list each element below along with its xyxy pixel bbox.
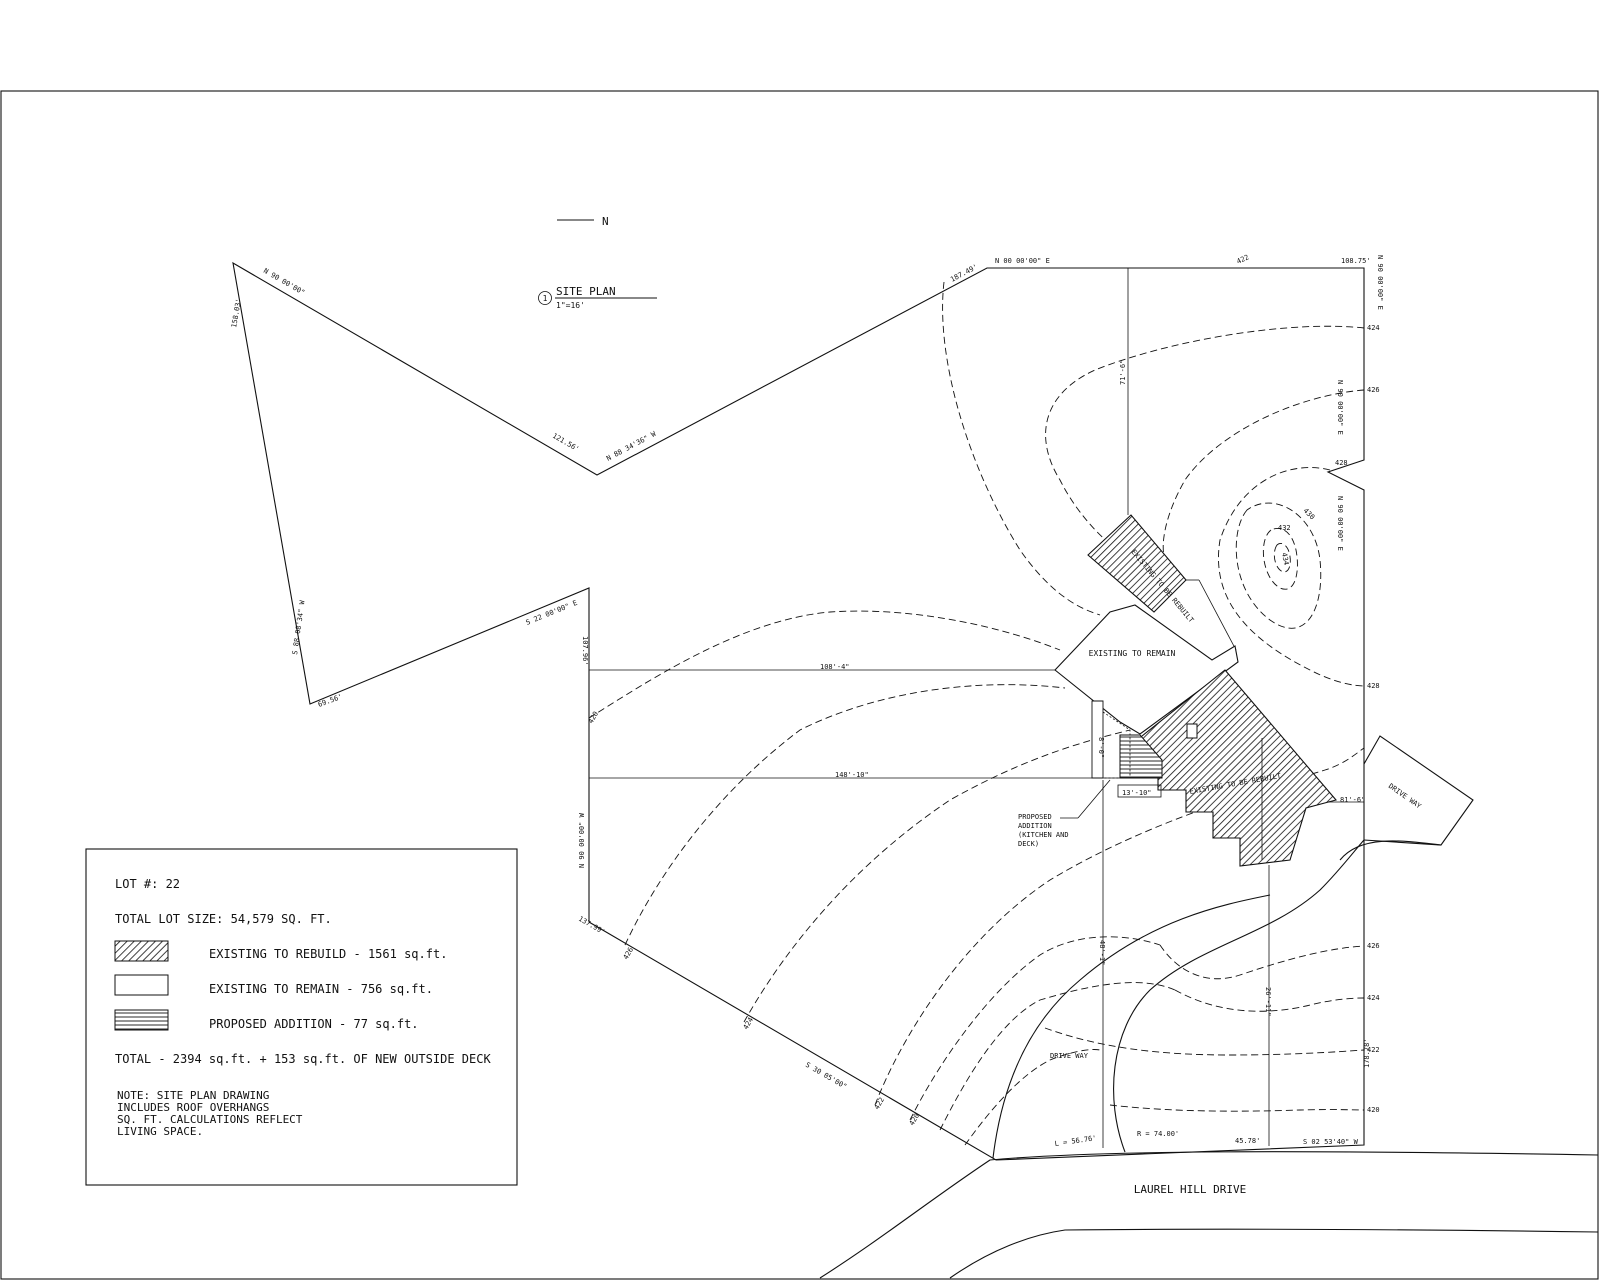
contour-line [874, 747, 1365, 1106]
legend-swatch-addition [114, 1009, 169, 1031]
arc-length-label: L = 56.76' [1054, 1134, 1097, 1148]
legend-swatch-rebuild [114, 940, 169, 962]
road-edge-south [949, 1228, 1599, 1279]
contour-elevation: 422 [873, 1096, 886, 1111]
legend-total: TOTAL - 2394 sq.ft. + 153 sq.ft. OF NEW … [115, 1052, 491, 1066]
street-name: LAUREL HILL DRIVE [1134, 1183, 1247, 1196]
bearing-label: N 88 34'36" W [605, 430, 658, 463]
contour-elevation: 426 [1367, 942, 1380, 950]
contour-line [1273, 542, 1291, 573]
addition-callout: PROPOSED ADDITION (KITCHEN AND DECK) [1018, 813, 1069, 848]
contour-line [1159, 944, 1365, 980]
deck-dimension-box [1117, 784, 1162, 798]
dimension-label: 81'-6" [1340, 796, 1365, 804]
contour-line [909, 936, 1161, 1121]
building-proposed-addition [1119, 734, 1163, 779]
dimension-label: 13'-10" [1122, 789, 1152, 797]
contour-line [1174, 989, 1365, 1012]
distance-label: 178.78' [1363, 1038, 1371, 1068]
sheet-border [0, 90, 1599, 1280]
contour-line [1044, 1027, 1365, 1056]
dimension-label: 108'-4" [820, 663, 850, 671]
legend-swatch-remain [114, 974, 169, 996]
contour-elevation: 422 [1367, 1046, 1380, 1054]
legend-lot-size: TOTAL LOT SIZE: 54,579 SQ. FT. [115, 912, 332, 926]
contour-line [743, 729, 1131, 1023]
north-arrow-label: N [602, 215, 609, 228]
legend-label-remain: EXISTING TO REMAIN - 756 sq.ft. [209, 982, 433, 996]
driveway-label: DRIVE WAY [1387, 782, 1423, 811]
bearing-label: N 90 00'00" E [1336, 380, 1344, 435]
lot-boundary [232, 261, 1365, 1161]
driveway-label: DRIVE WAY [1050, 1052, 1089, 1060]
distance-label: 158.03' [230, 298, 243, 328]
driveway-west-edge [992, 894, 1271, 1159]
legend-label-addition: PROPOSED ADDITION - 77 sq.ft. [209, 1017, 419, 1031]
addition-callout-leader [1077, 779, 1111, 819]
driveway-east-spur [1363, 735, 1474, 846]
contour-line [1263, 528, 1298, 590]
contour-line [1162, 389, 1365, 561]
contour-elevation: 434 [1280, 552, 1290, 566]
dimension-label: 26'-11" [1264, 987, 1272, 1017]
contour-elevation: 432 [1278, 524, 1291, 532]
legend-label-rebuild: EXISTING TO REBUILD - 1561 sq.ft. [209, 947, 447, 961]
legend-lot-number: LOT #: 22 [115, 877, 180, 891]
contour-elevation: 424 [1367, 994, 1380, 1002]
contour-line [964, 1049, 1101, 1146]
contour-line [588, 610, 1061, 719]
distance-label: 137.99' [577, 915, 607, 937]
distance-label: 107.96' [581, 636, 589, 666]
contour-line [1218, 467, 1365, 687]
bearing-label: N 90 00'00" W [578, 812, 586, 868]
contour-line [624, 684, 1066, 946]
drawing-scale: 1"=16' [556, 301, 585, 310]
contour-elevation: 422 [1235, 253, 1250, 266]
title-number-circle [538, 291, 552, 305]
bearing-label: S 30 05'00" [804, 1061, 848, 1091]
contour-line [1045, 325, 1365, 553]
legend-note-line: INCLUDES ROOF OVERHANGS [117, 1101, 269, 1114]
contour-elevation: 428 [1367, 682, 1380, 690]
dimension-label: 148'-10" [835, 771, 869, 779]
bearing-label: N 00 00'00" E [995, 257, 1050, 265]
contour-elevation: 426 [1367, 386, 1380, 394]
contour-line [1235, 502, 1322, 629]
label-existing-remain: EXISTING TO REMAIN [1089, 649, 1176, 658]
arc-radius-label: R = 74.00' [1137, 1130, 1179, 1138]
contour-elevation: 428 [1335, 459, 1348, 467]
contour-line [939, 982, 1176, 1131]
drawing-title: SITE PLAN [556, 285, 616, 298]
title-number: 1 [543, 294, 548, 303]
dimension-label: 48'-1" [1098, 940, 1106, 965]
contour-elevation: 430 [1302, 507, 1317, 522]
legend-box [85, 848, 518, 1186]
chimney [1186, 723, 1198, 739]
dimension-label: 8'-0" [1097, 737, 1105, 758]
legend-note-line: NOTE: SITE PLAN DRAWING [117, 1089, 269, 1102]
deck-outline [1091, 700, 1104, 779]
building-existing-to-rebuild-south [1136, 669, 1337, 867]
contour-elevation: 420 [1367, 1106, 1380, 1114]
contour-elevation: 424 [1367, 324, 1380, 332]
distance-label: 108.75' [1341, 257, 1371, 265]
road-edge-north [819, 1151, 1599, 1279]
addition-callout-text: PROPOSED ADDITION (KITCHEN AND DECK) [1018, 813, 1069, 848]
bearing-label: N 90 00'00" E [1336, 496, 1344, 551]
contour-elevation: 420 [908, 1112, 921, 1127]
contour-line [942, 281, 1101, 616]
building-wall-line [1198, 579, 1237, 651]
legend-note-line: SQ. FT. CALCULATIONS REFLECT [117, 1113, 303, 1126]
driveway-east-edge [1113, 839, 1365, 1153]
dimension-label: 71'-6" [1119, 360, 1127, 385]
contour-line [1109, 1104, 1365, 1112]
distance-label: 45.78' [1235, 1137, 1260, 1145]
driveway-east-spur-curve [1339, 840, 1442, 861]
bearing-label: S 02 53'40" W [1303, 1138, 1359, 1146]
bearing-label: N 90 00'00" E [1376, 255, 1384, 310]
deck-stairs [1102, 711, 1131, 779]
legend-note-line: LIVING SPACE. [117, 1125, 203, 1138]
